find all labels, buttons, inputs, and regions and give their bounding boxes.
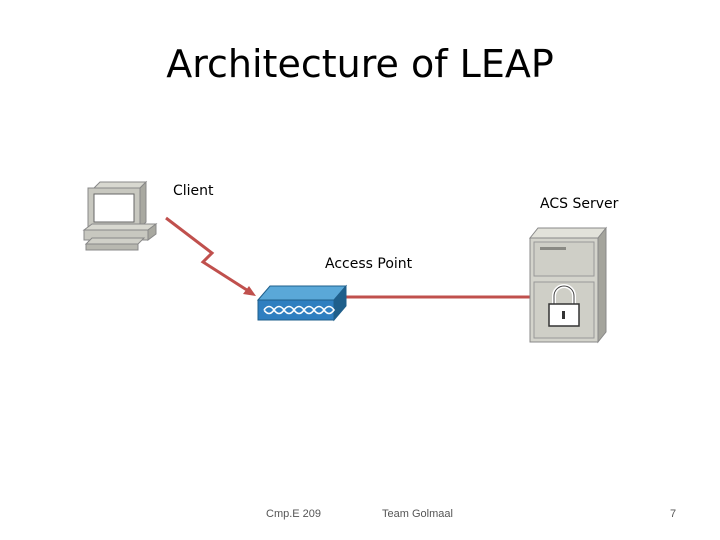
access-point-icon [256,284,348,322]
slide-title: Architecture of LEAP [166,42,554,86]
footer-team: Team Golmaal [382,508,453,520]
wireless-link [165,216,251,294]
acs-server-label: ACS Server [540,196,619,212]
client-label: Client [173,183,214,199]
wireless-link-arrowhead [243,286,256,296]
access-point-label: Access Point [325,256,413,272]
page-number: 7 [670,508,677,520]
footer-course: Cmp.E 209 [266,508,322,520]
acs-server-icon [528,226,608,344]
client-computer-icon [82,180,158,251]
